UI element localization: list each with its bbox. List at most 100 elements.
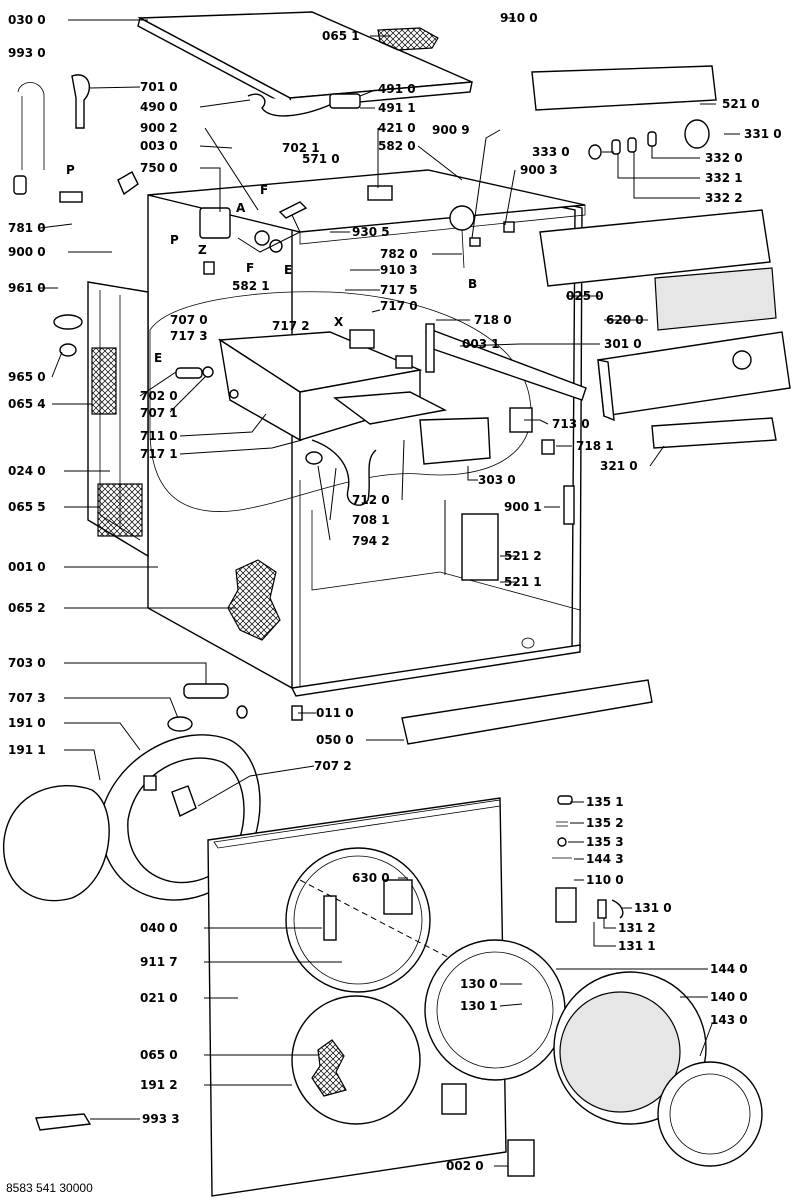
callout-910-0: 910 0: [500, 11, 538, 25]
callout-713-0: 713 0: [552, 417, 590, 431]
callout-707-0: 707 0: [170, 313, 208, 327]
callout-781-0: 781 0: [8, 221, 46, 235]
callout-900-3: 900 3: [520, 163, 558, 177]
connection-marker-f: F: [260, 183, 268, 197]
callout-521-0: 521 0: [722, 97, 760, 111]
callout-135-1: 135 1: [586, 795, 624, 809]
callout-707-3: 707 3: [8, 691, 46, 705]
callout-131-1: 131 1: [618, 939, 656, 953]
callout-717-1: 717 1: [140, 447, 178, 461]
cabinet-body: [147, 169, 586, 697]
callout-794-2: 794 2: [352, 534, 390, 548]
callout-303-0: 303 0: [478, 473, 516, 487]
insulation-pad-side: [227, 559, 281, 641]
connection-marker-e: E: [154, 351, 162, 365]
control-panel-group: [531, 65, 791, 449]
callout-003-1: 003 1: [462, 337, 500, 351]
callout-708-1: 708 1: [352, 513, 390, 527]
callout-131-2: 131 2: [618, 921, 656, 935]
callout-143-0: 143 0: [710, 1013, 748, 1027]
rear-panel: [87, 281, 149, 558]
callout-707-1: 707 1: [140, 406, 178, 420]
callout-965-0: 965 0: [8, 370, 46, 384]
callout-701-0: 701 0: [140, 80, 178, 94]
connection-marker-p: P: [66, 163, 75, 177]
callout-040-0: 040 0: [140, 921, 178, 935]
callout-712-0: 712 0: [352, 493, 390, 507]
callout-900-1: 900 1: [504, 500, 542, 514]
callout-131-0: 131 0: [634, 901, 672, 915]
callout-labels: 030 0 993 0 065 1 910 0 701 0 490 0 900 2 003 0…: [8, 11, 782, 1173]
connection-marker-p: P: [170, 233, 179, 247]
callout-582-0: 582 0: [378, 139, 416, 153]
callout-025-0: 025 0: [566, 289, 604, 303]
callout-571-0: 571 0: [302, 152, 340, 166]
callout-130-1: 130 1: [460, 999, 498, 1013]
callout-024-0: 024 0: [8, 464, 46, 478]
callout-521-2: 521 2: [504, 549, 542, 563]
callout-110-0: 110 0: [586, 873, 624, 887]
callout-003-0: 003 0: [140, 139, 178, 153]
callout-065-5: 065 5: [8, 500, 46, 514]
insulation-pad-rear-2: [97, 483, 143, 537]
door-assembly: [424, 887, 763, 1177]
detergent-dispenser: [175, 331, 491, 506]
callout-718-1: 718 1: [576, 439, 614, 453]
connection-marker-b: B: [468, 277, 477, 291]
callout-910-3: 910 3: [380, 263, 418, 277]
callout-930-5: 930 5: [352, 225, 390, 239]
small-parts-top: [13, 74, 575, 581]
callout-521-1: 521 1: [504, 575, 542, 589]
callout-065-1: 065 1: [322, 29, 360, 43]
callout-703-0: 703 0: [8, 656, 46, 670]
callout-620-0: 620 0: [606, 313, 644, 327]
callout-301-0: 301 0: [604, 337, 642, 351]
callout-332-2: 332 2: [705, 191, 743, 205]
connection-marker-a: A: [236, 201, 246, 215]
callout-911-7: 911 7: [140, 955, 178, 969]
leader-lines: [39, 17, 740, 1167]
callout-630-0: 630 0: [352, 871, 390, 885]
callout-135-2: 135 2: [586, 816, 624, 830]
callout-321-0: 321 0: [600, 459, 638, 473]
top-cover: [137, 11, 473, 110]
callout-065-2: 065 2: [8, 601, 46, 615]
callout-030-0: 030 0: [8, 13, 46, 27]
connection-marker-f: F: [246, 261, 254, 275]
callout-900-2: 900 2: [140, 121, 178, 135]
callout-332-0: 332 0: [705, 151, 743, 165]
callout-900-9: 900 9: [432, 123, 470, 137]
callout-191-1: 191 1: [8, 743, 46, 757]
callout-011-0: 011 0: [316, 706, 354, 720]
callout-491-0: 491 0: [378, 82, 416, 96]
insulation-pad-rear-1: [91, 347, 117, 415]
callout-490-0: 490 0: [140, 100, 178, 114]
callout-717-3: 717 3: [170, 329, 208, 343]
callout-191-0: 191 0: [8, 716, 46, 730]
callout-021-0: 021 0: [140, 991, 178, 1005]
callout-332-1: 332 1: [705, 171, 743, 185]
insulation-pad-top: [377, 27, 439, 51]
callout-702-0: 702 0: [140, 389, 178, 403]
connection-marker-x: X: [334, 315, 344, 329]
connection-marker-e: E: [284, 263, 292, 277]
connection-marker-z: Z: [198, 243, 207, 257]
drawing-number: 8583 541 30000: [6, 1181, 93, 1195]
small-screws: [35, 795, 573, 1131]
callout-718-0: 718 0: [474, 313, 512, 327]
callout-750-0: 750 0: [140, 161, 178, 175]
callout-144-3: 144 3: [586, 852, 624, 866]
callout-900-0: 900 0: [8, 245, 46, 259]
callout-717-0: 717 0: [380, 299, 418, 313]
callout-191-2: 191 2: [140, 1078, 178, 1092]
callout-144-0: 144 0: [710, 962, 748, 976]
callout-421-0: 421 0: [378, 121, 416, 135]
callout-065-0: 065 0: [140, 1048, 178, 1062]
callout-050-0: 050 0: [316, 733, 354, 747]
callout-333-0: 333 0: [532, 145, 570, 159]
callout-993-3: 993 3: [142, 1112, 180, 1126]
callout-707-2: 707 2: [314, 759, 352, 773]
callout-993-0: 993 0: [8, 46, 46, 60]
